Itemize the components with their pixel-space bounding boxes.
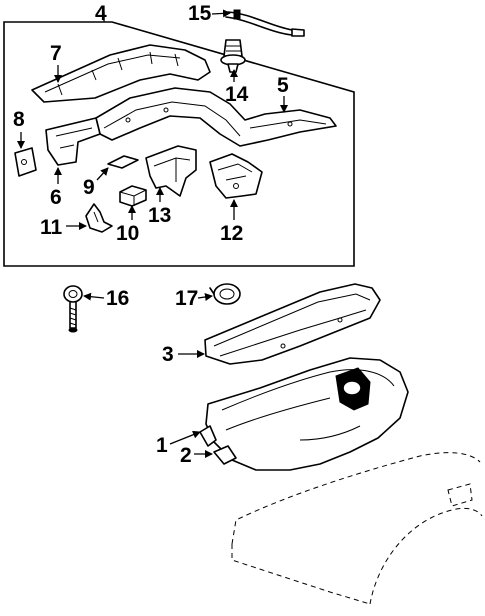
callout-4: 4 [95,2,107,25]
part-17-grommet [209,283,241,305]
leader-1 [169,430,201,445]
callout-1: 1 [156,434,168,457]
part-12-bracket [209,153,263,199]
callout-13: 13 [148,204,171,227]
leader-16 [83,292,105,301]
callout-14: 14 [225,83,249,106]
fender-outline [231,452,483,605]
part-7-apron-rail [31,44,211,103]
callout-3: 3 [162,343,174,366]
inset-frame [3,21,355,267]
callout-5: 5 [277,74,289,97]
callout-17: 17 [175,287,198,310]
part-8-plate [14,147,37,177]
callout-8: 8 [13,108,25,131]
leader-9 [96,167,109,181]
part-3-apron-panel [204,283,381,365]
part-2-bracket [199,425,237,465]
callout-12: 12 [220,222,243,245]
leader-15 [211,9,231,18]
part-10-block [119,185,147,207]
part-1-wheelhouse [205,357,409,471]
part-6-bracket [45,117,101,166]
part-5-wheelhouse-rail [95,87,337,147]
part-15-tube [225,9,305,37]
callout-10: 10 [116,222,139,245]
part-13-gusset [145,145,197,197]
callout-7: 7 [50,42,62,65]
callout-9: 9 [83,176,95,199]
part-9-pad [107,155,139,169]
callout-2: 2 [180,444,192,467]
callout-6: 6 [50,186,62,209]
leader-17 [197,293,213,301]
callout-11: 11 [40,216,63,239]
part-16-eye-bolt [63,285,83,333]
part-14-plug [220,39,246,73]
callout-16: 16 [106,287,129,310]
callout-15: 15 [188,2,212,25]
part-11-clip [85,203,113,233]
